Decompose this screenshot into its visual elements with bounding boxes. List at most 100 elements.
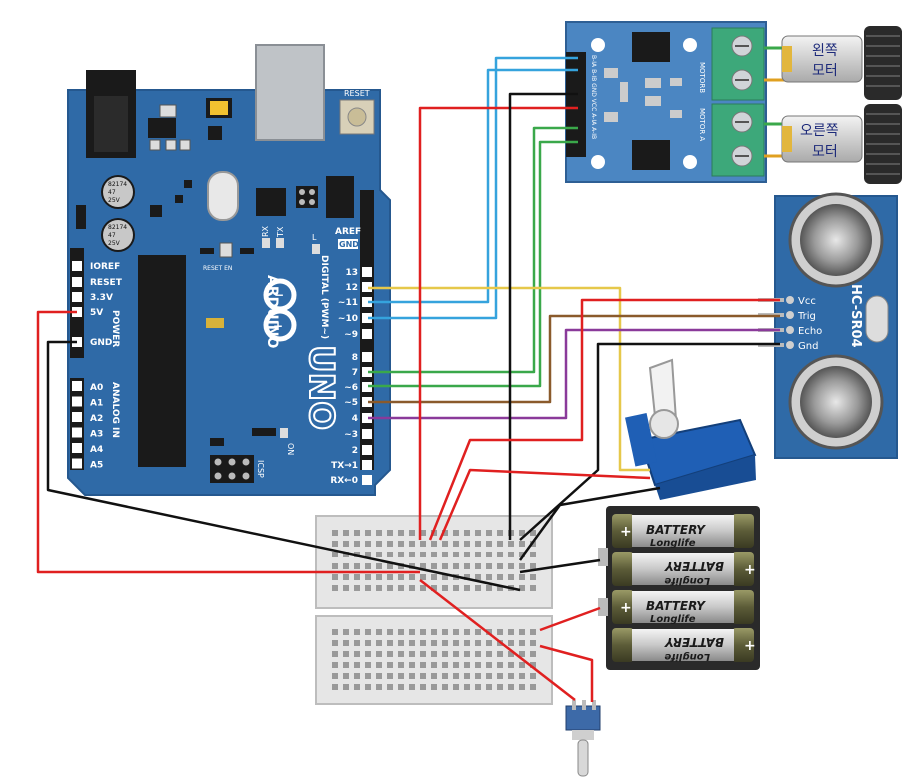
analog-pin-hole[interactable]	[72, 458, 82, 469]
digital-pin-label: 7	[352, 368, 358, 378]
analog-label: ANALOG IN	[110, 382, 120, 438]
wire-black-servo	[518, 486, 661, 561]
power-pin-label: RESET	[90, 278, 123, 288]
battery-label: BATTERY	[646, 599, 706, 613]
digital-pin-label: ~9	[344, 330, 358, 340]
analog-pin-hole[interactable]	[72, 412, 82, 422]
digital-pin-hole[interactable]	[362, 429, 372, 439]
digital-label: DIGITAL (PWM~)	[319, 255, 329, 339]
right-motor: 오른쪽 모터	[764, 104, 902, 184]
icsp-header: ICSP	[210, 455, 265, 483]
svg-text:47: 47	[108, 189, 116, 196]
l-label: L	[312, 233, 317, 242]
digital-pin-hole[interactable]	[362, 329, 372, 339]
ultrasonic-model: HC-SR04	[848, 284, 863, 348]
digital-pin-hole[interactable]	[362, 267, 372, 277]
digital-pin-label: 4	[352, 414, 358, 424]
driver-header-text: B-IA B-IB GND VCC A-IA A-IB	[590, 55, 597, 139]
wire-red-battery	[539, 606, 601, 632]
left-motor-label-1: 왼쪽	[812, 43, 838, 59]
digital-pin-label: 2	[352, 446, 358, 456]
analog-pin-label: A5	[90, 461, 103, 471]
digital-pin-label: ~10	[338, 314, 358, 324]
analog-pin-hole[interactable]	[72, 381, 82, 391]
battery-label: BATTERY	[664, 635, 724, 649]
wire-black-driver	[508, 92, 578, 540]
digital-pin-hole[interactable]	[362, 313, 372, 323]
servo-motor	[625, 358, 757, 500]
wire-red-servo	[438, 468, 651, 541]
sonar-pin-label: Vcc	[798, 296, 816, 307]
motorb-label: MOTORB	[698, 62, 706, 93]
battery-brand: Longlife	[650, 614, 696, 625]
wire-blue-9	[368, 56, 578, 320]
arduino-brand: ARDUINO	[264, 275, 280, 349]
right-motor-label-1: 오른쪽	[800, 123, 839, 139]
reset-en-label: RESET EN	[203, 265, 232, 272]
battery-brand: Longlife	[664, 575, 710, 586]
aref-label: AREF	[335, 227, 361, 237]
analog-pin-label: A2	[90, 414, 103, 424]
wire-green-5	[368, 140, 578, 388]
analog-pin-hole[interactable]	[72, 427, 82, 438]
power-header	[70, 248, 84, 358]
wire-yellow-11	[368, 286, 650, 472]
digital-pin-hole[interactable]	[362, 282, 372, 292]
sonar-pin[interactable]	[786, 341, 794, 349]
sonar-pin[interactable]	[786, 311, 794, 319]
analog-pin-hole[interactable]	[72, 396, 82, 407]
rx-label: RX	[261, 225, 270, 237]
reset-label: RESET	[344, 89, 370, 98]
digital-pin-hole[interactable]	[362, 475, 372, 485]
sonar-pin[interactable]	[786, 296, 794, 304]
digital-pin-hole[interactable]	[362, 460, 372, 470]
digital-pin-hole[interactable]	[362, 297, 372, 307]
right-motor-label-2: 모터	[812, 144, 838, 160]
digital-pin-hole[interactable]	[362, 367, 372, 377]
digital-pin-hole[interactable]	[362, 445, 372, 455]
svg-text:47: 47	[108, 232, 116, 239]
digital-pin-hole[interactable]	[362, 397, 372, 407]
power-pin-hole[interactable]	[72, 292, 82, 302]
motor-driver-module: B-IA B-IB GND VCC A-IA A-IB MOTORB MOTOR…	[565, 21, 767, 183]
wire-purple-3	[368, 328, 780, 420]
svg-text:25V: 25V	[108, 240, 121, 247]
battery-brand: Longlife	[664, 651, 710, 662]
digital-pin-label: 12	[345, 283, 358, 293]
wire-black-gnd	[46, 340, 521, 592]
battery-label: BATTERY	[664, 559, 724, 573]
digital-pin-hole[interactable]	[362, 352, 372, 362]
digital-pin-hole[interactable]	[362, 413, 372, 423]
analog-pin-hole[interactable]	[72, 443, 82, 453]
battery-cell: + BATTERY Longlife	[612, 628, 756, 662]
analog-pin-label: A3	[90, 430, 103, 440]
wire-red-sensor	[428, 298, 780, 541]
atmega-chip	[138, 255, 186, 467]
sonar-pin[interactable]	[786, 326, 794, 334]
digital-pin-hole[interactable]	[362, 382, 372, 392]
capacitor-1: 82174 47 25V	[101, 175, 135, 209]
power-pin-hole[interactable]	[72, 261, 82, 271]
wire-red-5v	[36, 310, 420, 574]
wire-blue-10	[368, 68, 578, 304]
svg-text:82174: 82174	[108, 181, 127, 188]
left-wheel	[864, 26, 902, 100]
digital-pin-label: TX→1	[331, 461, 358, 471]
toggle-switch[interactable]	[565, 700, 601, 777]
svg-text:+: +	[620, 524, 632, 540]
motora-label: MOTOR A	[698, 108, 706, 141]
digital-pin-label: ~5	[344, 398, 358, 408]
digital-pin-label: ~3	[344, 430, 358, 440]
wire-red-switch-2	[539, 644, 594, 702]
wire-green-6	[368, 126, 578, 374]
wire-black-battery	[519, 558, 601, 574]
analog-pin-label: A4	[90, 445, 103, 455]
svg-text:+: +	[744, 638, 756, 654]
power-pin-hole[interactable]	[72, 277, 82, 287]
sonar-pin-label: Gnd	[798, 341, 818, 352]
digital-pin-label: RX←0	[330, 476, 358, 486]
